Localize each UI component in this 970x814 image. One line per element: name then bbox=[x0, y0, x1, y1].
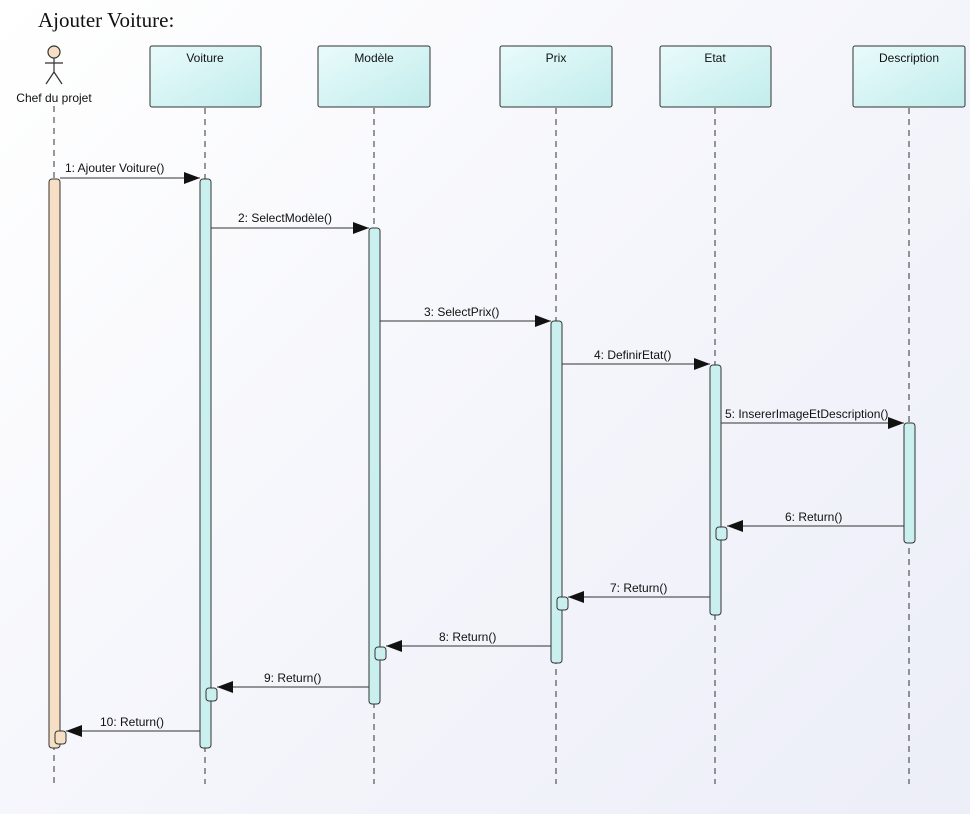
message-3[interactable]: 3: SelectPrix() bbox=[380, 305, 551, 327]
description-activation bbox=[903, 422, 916, 544]
message-10[interactable]: 10: Return() bbox=[66, 715, 200, 737]
lifeline-voiture-box bbox=[149, 45, 262, 108]
message-8[interactable]: 8: Return() bbox=[386, 630, 551, 652]
message-1[interactable]: 1: Ajouter Voiture() bbox=[60, 161, 200, 184]
actor-icon bbox=[45, 45, 63, 85]
message-10-label: 10: Return() bbox=[100, 715, 164, 729]
message-4-arrowhead bbox=[694, 358, 710, 370]
etat-activation bbox=[709, 364, 722, 616]
message-8-label: 8: Return() bbox=[439, 630, 496, 644]
message-8-arrowhead bbox=[386, 640, 402, 652]
message-2[interactable]: 2: SelectModèle() bbox=[211, 211, 369, 234]
diagram-title: Ajouter Voiture: bbox=[38, 8, 175, 32]
message-5-arrowhead bbox=[888, 417, 904, 429]
actor-return-marker bbox=[54, 730, 67, 745]
lifeline-etat-box bbox=[659, 45, 772, 108]
message-9-arrowhead bbox=[217, 681, 233, 693]
message-2-arrowhead bbox=[353, 222, 369, 234]
message-3-label: 3: SelectPrix() bbox=[424, 305, 499, 319]
voiture-return-marker bbox=[205, 687, 218, 702]
lifeline-etat-label: Etat bbox=[704, 51, 726, 65]
message-1-label: 1: Ajouter Voiture() bbox=[65, 161, 164, 175]
lifeline-description-label: Description bbox=[879, 51, 939, 65]
message-7[interactable]: 7: Return() bbox=[568, 581, 710, 603]
message-1-arrowhead bbox=[184, 172, 200, 184]
message-4[interactable]: 4: DefinirEtat() bbox=[562, 348, 710, 370]
message-9[interactable]: 9: Return() bbox=[217, 671, 369, 693]
message-5-label: 5: InsererImageEtDescription() bbox=[725, 407, 888, 421]
lifeline-description[interactable]: Description bbox=[852, 45, 966, 784]
lifeline-modele-label: Modèle bbox=[354, 51, 394, 65]
message-6-label: 6: Return() bbox=[785, 510, 842, 524]
actor-activation bbox=[48, 178, 61, 749]
message-7-label: 7: Return() bbox=[610, 581, 667, 595]
message-9-label: 9: Return() bbox=[264, 671, 321, 685]
lifeline-etat[interactable]: Etat bbox=[659, 45, 772, 784]
lifeline-prix-label: Prix bbox=[546, 51, 567, 65]
message-6-arrowhead bbox=[727, 520, 743, 532]
prix-return-marker bbox=[556, 596, 569, 611]
message-5[interactable]: 5: InsererImageEtDescription() bbox=[721, 407, 904, 429]
message-7-arrowhead bbox=[568, 591, 584, 603]
lifeline-voiture-label: Voiture bbox=[186, 51, 224, 65]
message-2-label: 2: SelectModèle() bbox=[238, 211, 332, 225]
modele-return-marker bbox=[374, 646, 387, 661]
message-6[interactable]: 6: Return() bbox=[727, 510, 904, 532]
message-10-arrowhead bbox=[66, 725, 82, 737]
actor-name: Chef du projet bbox=[16, 91, 92, 105]
message-3-arrowhead bbox=[535, 315, 551, 327]
lifeline-prix-box bbox=[499, 45, 613, 108]
lifeline-description-box bbox=[852, 45, 966, 108]
voiture-activation bbox=[199, 178, 212, 749]
message-4-label: 4: DefinirEtat() bbox=[594, 348, 671, 362]
lifeline-modele-box bbox=[317, 45, 431, 108]
prix-activation bbox=[550, 320, 563, 664]
modele-activation bbox=[368, 227, 381, 705]
etat-return-marker bbox=[715, 526, 728, 541]
lifeline-prix[interactable]: Prix bbox=[499, 45, 613, 784]
